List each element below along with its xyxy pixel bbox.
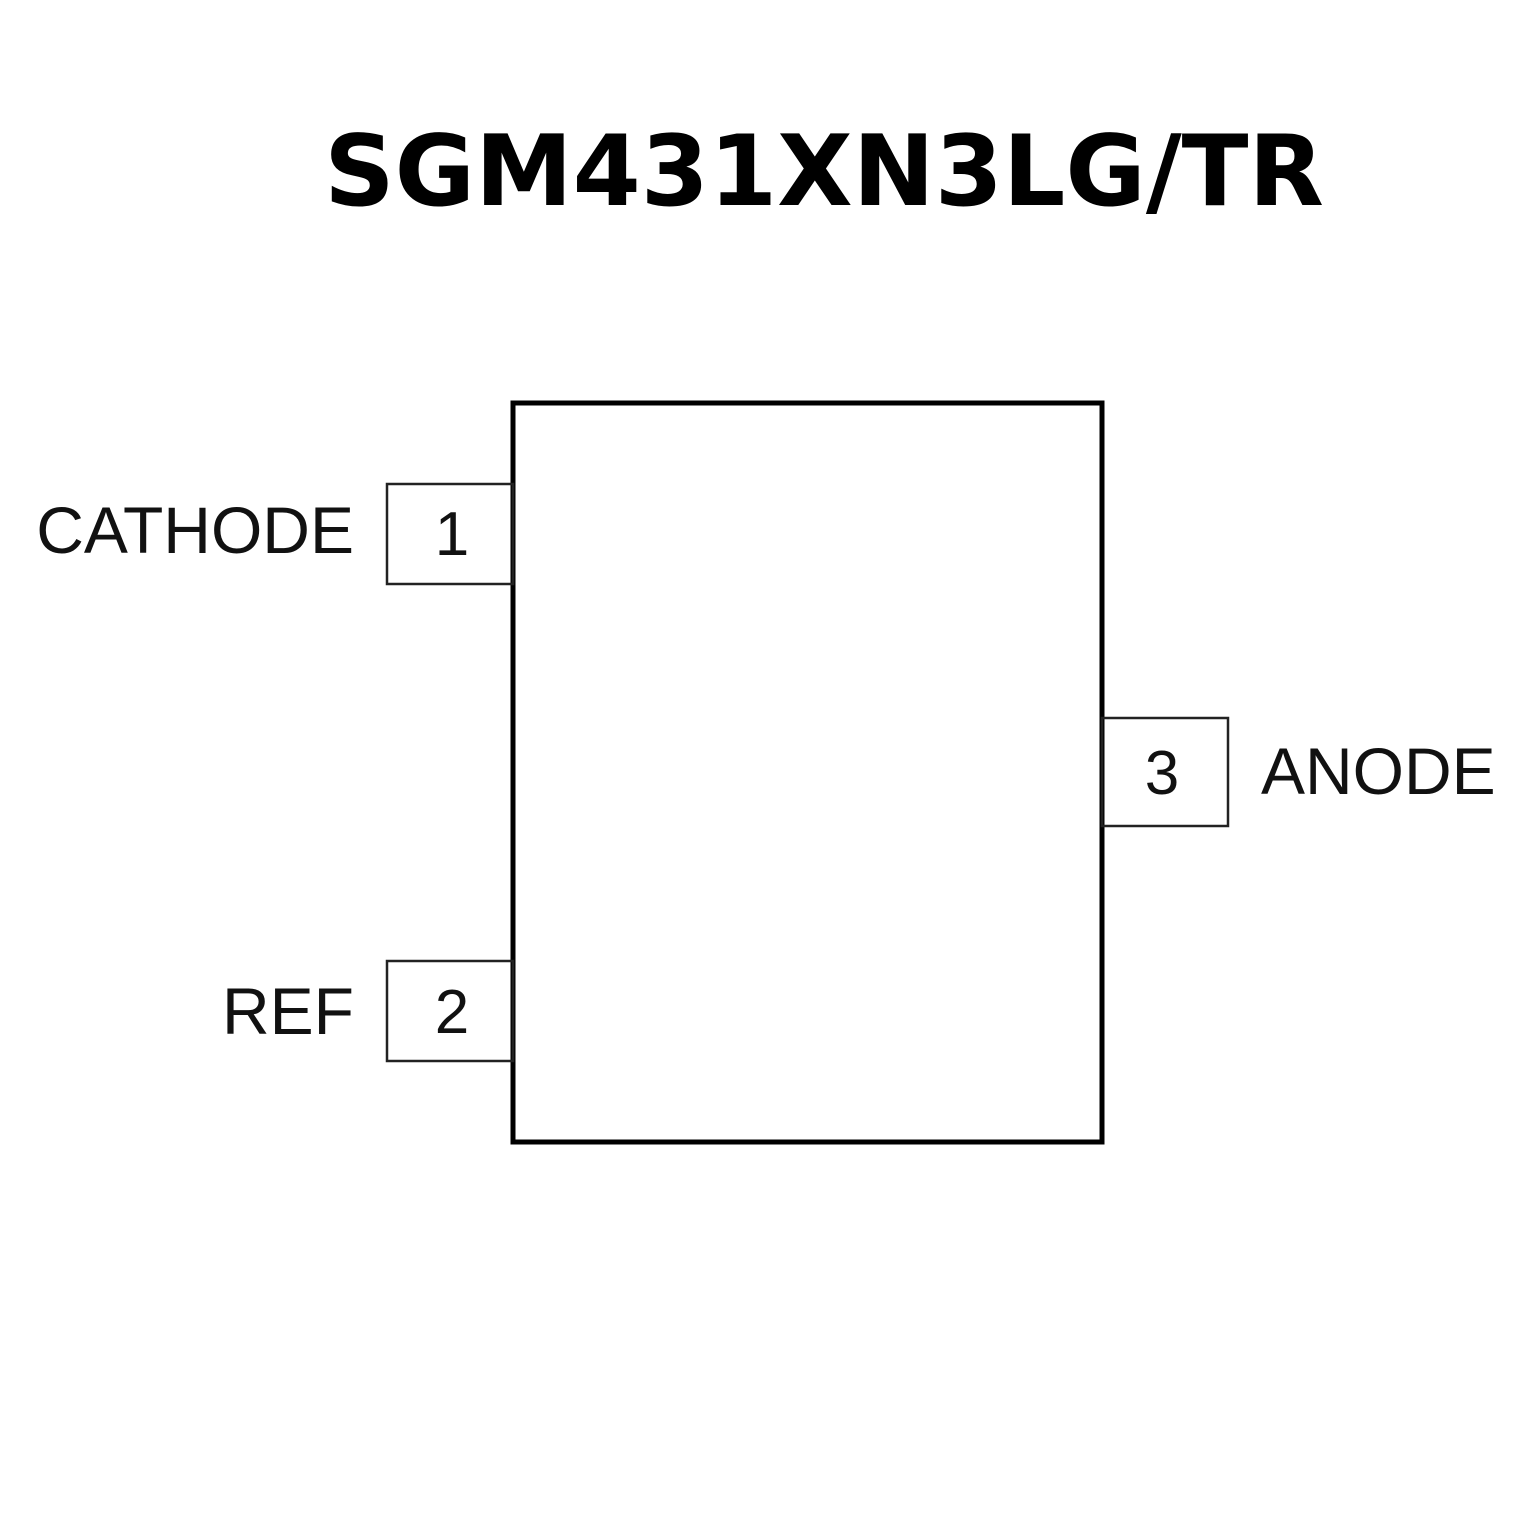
pin-2: 2 REF	[222, 959, 515, 1063]
pin-1-number: 1	[435, 500, 469, 569]
pin-1: 1 CATHODE	[36, 482, 515, 586]
pin-3: 3 ANODE	[1100, 716, 1496, 828]
pin-1-pad	[385, 482, 515, 586]
pin-3-number: 3	[1145, 739, 1179, 808]
pin-1-label: CATHODE	[36, 493, 354, 567]
pin-3-label: ANODE	[1261, 734, 1496, 808]
pin-2-number: 2	[435, 978, 469, 1047]
pin-2-label: REF	[222, 974, 354, 1048]
pin-2-pad	[385, 959, 515, 1063]
pin-3-pad	[1100, 716, 1230, 828]
part-number-title: SGM431XN3LG/TR	[324, 115, 1324, 229]
package-body	[510, 400, 1105, 1145]
